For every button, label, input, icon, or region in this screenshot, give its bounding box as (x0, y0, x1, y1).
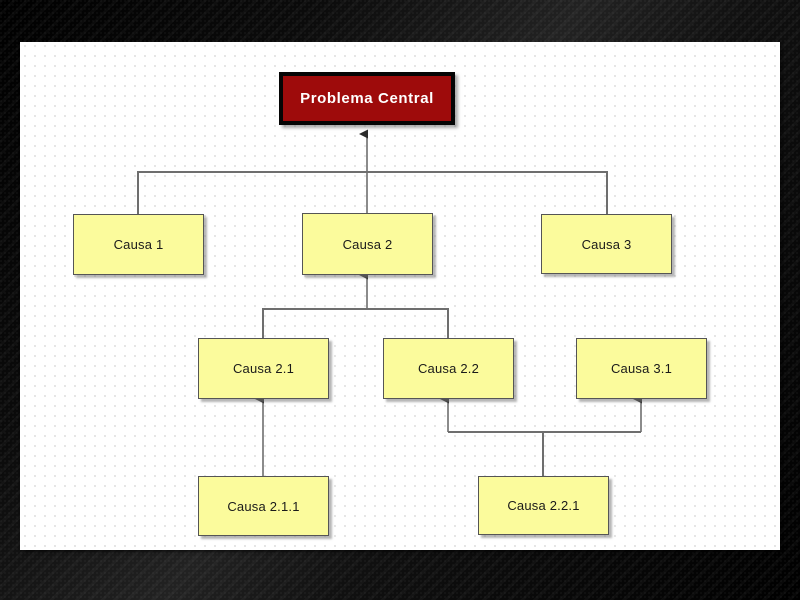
node-label: Causa 3 (581, 236, 632, 252)
edge-causa221-bus (448, 431, 544, 476)
node-label: Causa 2 (342, 236, 393, 252)
node-causa-2-1[interactable]: Causa 2.1 (198, 338, 329, 399)
edge-causa21-to-causa2 (262, 308, 367, 338)
node-label: Problema Central (300, 90, 434, 107)
edge-causa22-to-causa2 (367, 308, 449, 338)
node-label: Causa 2.1 (232, 361, 295, 376)
node-causa-2-2[interactable]: Causa 2.2 (383, 338, 514, 399)
node-label: Causa 2.2 (417, 361, 480, 376)
node-label: Causa 3.1 (610, 361, 673, 376)
node-causa-2[interactable]: Causa 2 (302, 213, 433, 275)
diagram-canvas: Problema Central Causa 1 Causa 2 Causa 3… (20, 42, 780, 550)
node-causa-3[interactable]: Causa 3 (541, 214, 672, 274)
node-problema-central[interactable]: Problema Central (279, 72, 455, 125)
node-causa-2-2-1[interactable]: Causa 2.2.1 (478, 476, 609, 535)
node-causa-2-1-1[interactable]: Causa 2.1.1 (198, 476, 329, 536)
node-label: Causa 2.1.1 (227, 498, 300, 514)
node-causa-1[interactable]: Causa 1 (73, 214, 204, 275)
node-label: Causa 2.2.1 (507, 498, 580, 513)
node-label: Causa 1 (113, 237, 164, 252)
node-causa-3-1[interactable]: Causa 3.1 (576, 338, 707, 399)
